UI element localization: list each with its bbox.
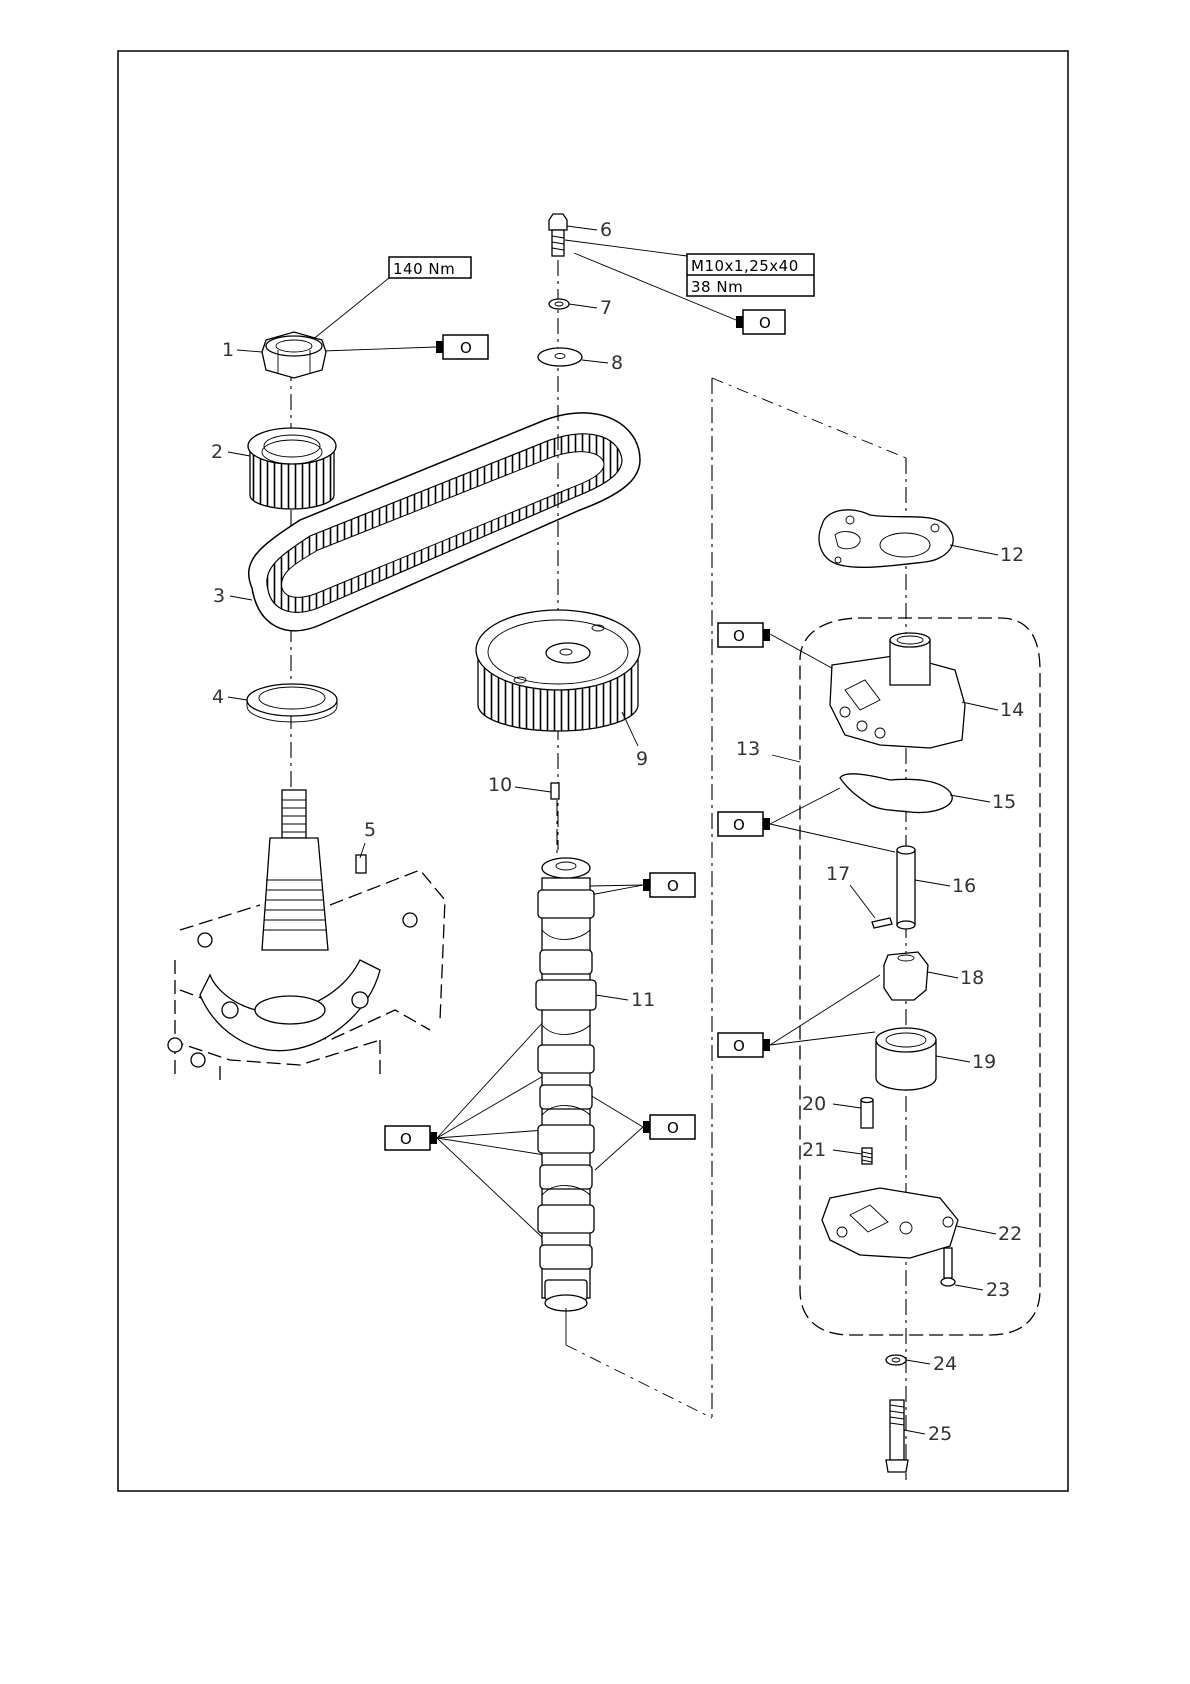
svg-text:8: 8 — [611, 352, 623, 374]
cam-sprocket — [476, 610, 640, 731]
oil-symbol: O — [322, 335, 488, 359]
part-callouts: 1 2 3 4 5 6 7 8 9 10 11 12 13 14 15 16 1… — [211, 219, 1024, 1445]
svg-text:13: 13 — [736, 738, 760, 760]
crank-nut — [262, 332, 326, 378]
callout-6: 6 — [567, 219, 612, 241]
svg-text:5: 5 — [364, 819, 376, 841]
callout-4: 4 — [212, 686, 247, 708]
bolt-torque-text: 38 Nm — [691, 278, 743, 296]
oil-symbol: O — [590, 873, 695, 897]
svg-text:10: 10 — [488, 774, 512, 796]
callout-20: 20 — [802, 1093, 861, 1115]
drawing-frame — [118, 51, 1068, 1491]
callout-19: 19 — [936, 1051, 996, 1073]
callout-5: 5 — [360, 819, 376, 858]
callout-24: 24 — [906, 1353, 957, 1375]
callout-16: 16 — [915, 875, 976, 897]
svg-text:17: 17 — [826, 863, 850, 885]
cam-small-washer — [549, 299, 569, 309]
oil-symbol: O — [718, 975, 880, 1057]
crank-washer — [247, 684, 337, 722]
pump-gasket — [819, 510, 953, 568]
svg-text:21: 21 — [802, 1139, 826, 1161]
cam-washer — [538, 348, 582, 366]
torque-nut-text: 140 Nm — [393, 260, 455, 278]
callout-21: 21 — [802, 1139, 862, 1161]
svg-text:14: 14 — [1000, 699, 1024, 721]
svg-text:9: 9 — [636, 748, 648, 770]
pump-cover — [822, 1188, 958, 1258]
svg-text:4: 4 — [212, 686, 224, 708]
oil-symbol: O — [590, 1095, 695, 1170]
callout-11: 11 — [596, 989, 655, 1011]
svg-text:3: 3 — [213, 585, 225, 607]
pump-bolt — [886, 1400, 908, 1472]
camshaft — [536, 858, 596, 1311]
svg-text:O: O — [733, 816, 745, 834]
callout-15: 15 — [950, 791, 1016, 813]
callout-22: 22 — [956, 1223, 1022, 1245]
cover-screw — [941, 1248, 955, 1286]
pump-inner-gasket — [840, 774, 952, 813]
engine-block-crankshaft — [168, 790, 445, 1080]
svg-text:O: O — [759, 314, 771, 332]
inner-rotor — [884, 952, 928, 1000]
outer-rotor — [876, 1028, 936, 1090]
svg-text:2: 2 — [211, 441, 223, 463]
cam-bolt — [549, 214, 567, 256]
svg-text:O: O — [460, 339, 472, 357]
callout-1: 1 — [222, 339, 262, 361]
callout-13: 13 — [736, 738, 800, 762]
svg-text:O: O — [733, 1037, 745, 1055]
svg-text:15: 15 — [992, 791, 1016, 813]
relief-spring — [862, 1148, 872, 1164]
callout-23: 23 — [955, 1279, 1010, 1301]
pump-shaft — [897, 846, 915, 929]
pump-pin — [872, 918, 892, 928]
svg-text:O: O — [400, 1130, 412, 1148]
svg-text:1: 1 — [222, 339, 234, 361]
svg-text:20: 20 — [802, 1093, 826, 1115]
svg-text:7: 7 — [600, 297, 612, 319]
callout-8: 8 — [582, 352, 623, 374]
callout-18: 18 — [928, 967, 984, 989]
svg-text:22: 22 — [998, 1223, 1022, 1245]
callout-25: 25 — [904, 1423, 952, 1445]
svg-text:18: 18 — [960, 967, 984, 989]
pump-housing — [830, 633, 965, 748]
svg-text:24: 24 — [933, 1353, 957, 1375]
callout-14: 14 — [962, 699, 1024, 721]
callout-2: 2 — [211, 441, 250, 463]
bolt-size-text: M10x1,25x40 — [691, 257, 799, 275]
callout-7: 7 — [569, 297, 612, 319]
crank-sprocket — [248, 428, 336, 509]
callout-9: 9 — [622, 712, 648, 770]
torque-spec-bolt: M10x1,25x40 38 Nm — [565, 240, 814, 296]
cam-key — [551, 783, 559, 799]
svg-text:O: O — [667, 877, 679, 895]
svg-text:O: O — [733, 627, 745, 645]
callout-10: 10 — [488, 774, 551, 796]
torque-spec-140nm: 140 Nm — [306, 257, 471, 345]
svg-text:O: O — [667, 1119, 679, 1137]
svg-text:12: 12 — [1000, 544, 1024, 566]
relief-plunger — [861, 1098, 873, 1129]
svg-text:6: 6 — [600, 219, 612, 241]
svg-text:23: 23 — [986, 1279, 1010, 1301]
svg-text:11: 11 — [631, 989, 655, 1011]
svg-text:16: 16 — [952, 875, 976, 897]
callout-3: 3 — [213, 585, 252, 607]
callout-17: 17 — [826, 863, 875, 918]
svg-text:19: 19 — [972, 1051, 996, 1073]
oil-symbol: O — [385, 1020, 545, 1240]
pump-washer — [886, 1355, 906, 1365]
callout-12: 12 — [950, 544, 1024, 566]
svg-text:25: 25 — [928, 1423, 952, 1445]
